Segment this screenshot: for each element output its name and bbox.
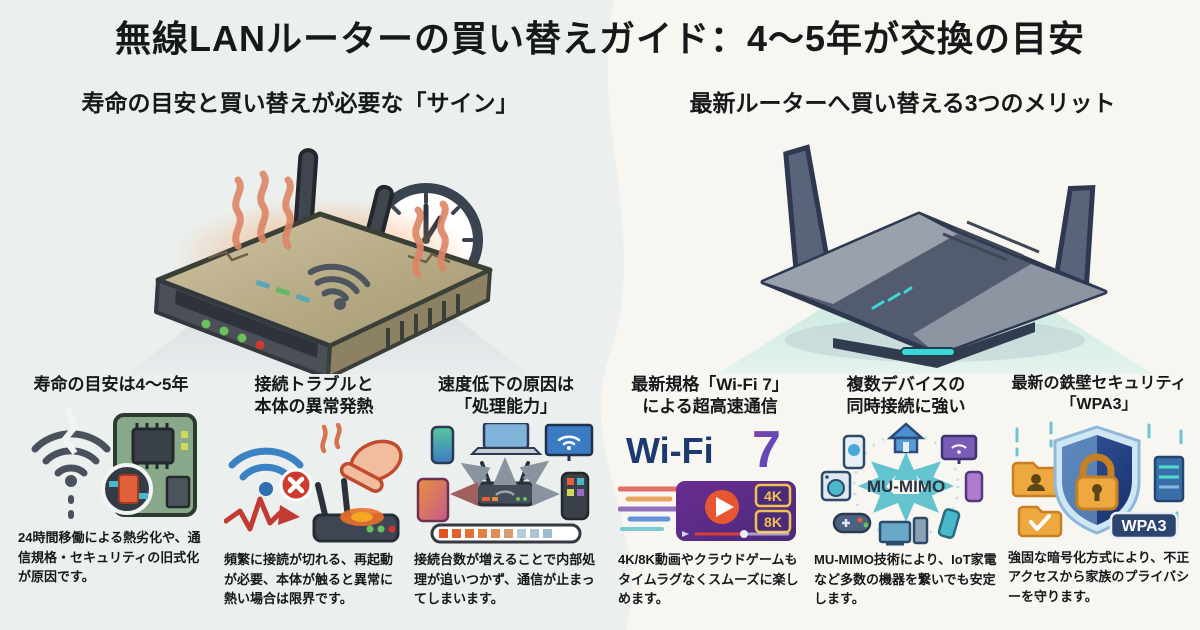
column-title: 複数デバイスの 同時接続に強い xyxy=(846,375,966,417)
hand-touch-icon xyxy=(339,439,403,494)
folder-check-icon xyxy=(1017,505,1063,537)
shield-icon xyxy=(1053,425,1141,535)
wifi7-number: 7 xyxy=(752,423,781,479)
new-router-body xyxy=(760,211,1108,368)
sign-column-lifespan: 寿命の目安は4〜5年 xyxy=(12,374,210,587)
laptop-icon xyxy=(469,423,543,456)
phone-tilted-icon xyxy=(937,508,961,540)
column-title: 速度低下の原因は 「処理能力」 xyxy=(438,375,574,417)
merit-column-mumimo: 複数デバイスの 同時接続に強い MU-MIMO xyxy=(808,374,1004,609)
connection-error-hot-router-icon xyxy=(224,423,403,543)
folder-user-icon xyxy=(1011,461,1061,497)
smart-remote-icon xyxy=(560,471,590,521)
column-body: 頻繁に接読が切れる、再起動が必要、本体が触ると異常に熱い場合は限界です。 xyxy=(224,552,394,607)
page-title: 無線LANルーターの買い替えガイド：4〜5年が交換の目安 xyxy=(114,18,1086,59)
left-section-heading: 寿命の目安と買い替えが必要な「サイン」 xyxy=(81,90,519,116)
broken-wifi-icon xyxy=(31,430,111,477)
wifi-icon xyxy=(307,263,371,302)
merit-column-wifi7: 最新規格「Wi-Fi 7」 による超高速通信 Wi-Fi 7 xyxy=(612,374,808,609)
broken-wifi-circuit-board-icon xyxy=(31,407,197,520)
sign-column-trouble-heat: 接続トラブルと 本体の異常発熱 xyxy=(218,374,410,609)
old-router-illustration xyxy=(128,148,528,374)
column-body: 24時間移働による熱劣化や、通信規格・セキュリティの旧式化が原因です。 xyxy=(18,530,201,585)
mumimo-label: MU-MIMO xyxy=(867,477,945,496)
column-body: 接続台数が増えることで内部処理が追いつかず、通信が止まってしまいます。 xyxy=(414,552,596,607)
phone-icon xyxy=(964,470,984,503)
column-title: 最新の鉄壁セキュリティ 「WPA3」 xyxy=(1011,375,1187,413)
magnifier-detail-icon xyxy=(101,463,153,516)
column-title: 寿命の目安は4〜5年 xyxy=(33,375,189,394)
desktop-pc-icon xyxy=(878,516,929,546)
mumimo-arrows xyxy=(858,452,954,523)
heat-waves-icon xyxy=(232,170,449,278)
mumimo-devices-icon: MU-MIMO xyxy=(820,422,984,546)
status-leds xyxy=(201,319,265,350)
led-light-strip xyxy=(900,347,956,357)
server-icon xyxy=(1153,455,1185,502)
phone-icon xyxy=(430,425,455,465)
padlock-icon xyxy=(1075,453,1119,511)
smartphone-camera-icon xyxy=(842,434,866,470)
tv-icon xyxy=(544,423,594,462)
wpa3-security-shield-icon: WPA3 xyxy=(1011,421,1185,539)
tablet-icon xyxy=(416,477,450,523)
house-icon xyxy=(886,422,926,454)
column-title: 最新規格「Wi-Fi 7」 による超高速通信 xyxy=(631,375,789,417)
sign-column-capacity: 速度低下の原因は 「処理能力」 xyxy=(408,374,604,609)
merit-column-wpa3: 最新の鉄壁セキュリティ 「WPA3」 xyxy=(1002,374,1196,606)
column-title: 接続トラブルと 本体の異常発熱 xyxy=(254,375,374,417)
hot-router-icon xyxy=(312,478,400,543)
speed-streaks-icon xyxy=(618,486,679,532)
wifi-wordmark: Wi-Fi xyxy=(626,430,714,471)
column-body: 強固な暗号化方式により、不正アクセスから家族のプライバシーを守ります。 xyxy=(1008,549,1190,604)
heat-waves-icon xyxy=(320,423,342,454)
badge-8k: 8K xyxy=(764,514,782,530)
washing-machine-icon xyxy=(820,470,852,502)
column-body: MU-MIMO技術により、IoT家電など多数の機器を繋いでも安定します。 xyxy=(814,552,997,607)
wifi7-streaming-icon: Wi-Fi 7 4K 8K xyxy=(618,423,796,542)
wpa3-badge: WPA3 xyxy=(1109,511,1179,539)
smart-tv-icon xyxy=(940,434,978,465)
arrows xyxy=(460,457,560,507)
new-router-illustration xyxy=(717,144,1153,374)
router-capacity-devices-icon xyxy=(416,423,594,544)
column-body: 4K/8K動画やクラウドゲームもタイムラグなくスムーズに楽しめます。 xyxy=(618,552,799,607)
gamepad-icon xyxy=(832,512,872,534)
signal-drop-zigzag-icon xyxy=(224,496,300,532)
wpa3-label: WPA3 xyxy=(1121,518,1166,535)
badge-4k: 4K xyxy=(764,488,782,504)
right-section-heading: 最新ルーターへ買い替える3つのメリット xyxy=(689,90,1116,116)
video-player-icon: 4K 8K xyxy=(676,481,796,542)
load-progress-bar-icon xyxy=(430,523,582,544)
